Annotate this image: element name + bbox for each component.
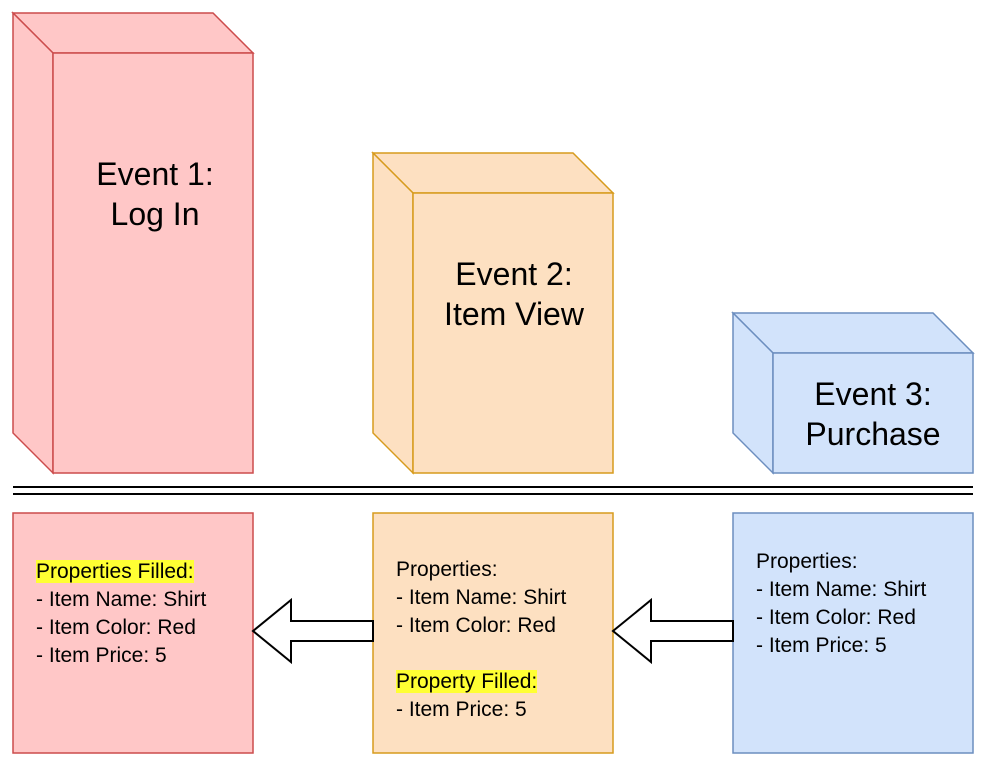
event-2-name: Item View [444,296,585,332]
event-2-cube-front [412,192,614,474]
event-1-cube-top [11,12,255,54]
event-1-cube: Event 1: Log In [11,11,255,475]
login-property-item: - Item Price: 5 [36,644,167,667]
item-view-property-item: - Item Color: Red [396,614,556,637]
item-view-property-item: - Item Name: Shirt [396,586,567,609]
purchase-properties: Properties: - Item Name: Shirt - Item Co… [756,548,926,660]
login-property-item: - Item Color: Red [36,616,196,639]
purchase-properties-heading: Properties: [756,550,858,573]
item-view-properties-heading: Properties: [396,558,498,581]
purchase-property-item: - Item Name: Shirt [756,578,927,601]
event-2-cube-side [372,151,414,475]
event-3-title: Event 3: [814,376,931,412]
login-properties: Properties Filled: - Item Name: Shirt - … [36,558,206,670]
item-view-filled-item: - Item Price: 5 [396,698,527,721]
arrow-item-view-to-login [251,597,374,665]
event-3-cube-front [772,352,974,474]
event-1-cube-front [52,52,254,474]
event-2-title: Event 2: [455,256,572,292]
event-1-cube-side [12,11,54,475]
item-view-panel [372,512,614,754]
arrow-purchase-to-item-view [611,597,734,665]
item-view-properties: Properties: - Item Name: Shirt - Item Co… [396,556,566,724]
event-2-cube: Event 2: Item View [371,151,615,475]
event-2-cube-top [371,152,615,194]
purchase-property-item: - Item Price: 5 [756,634,887,657]
login-property-item: - Item Name: Shirt [36,588,207,611]
login-properties-heading: Properties Filled: [36,560,194,583]
purchase-property-item: - Item Color: Red [756,606,916,629]
event-3-cube: Event 3: Purchase [731,311,975,475]
login-panel [12,512,254,754]
event-1-title: Event 1: [96,156,213,192]
purchase-panel [732,512,974,754]
item-view-filled-heading: Property Filled: [396,670,538,693]
event-3-name: Purchase [805,416,940,452]
event-1-name: Log In [111,196,200,232]
event-3-cube-top [731,312,975,354]
